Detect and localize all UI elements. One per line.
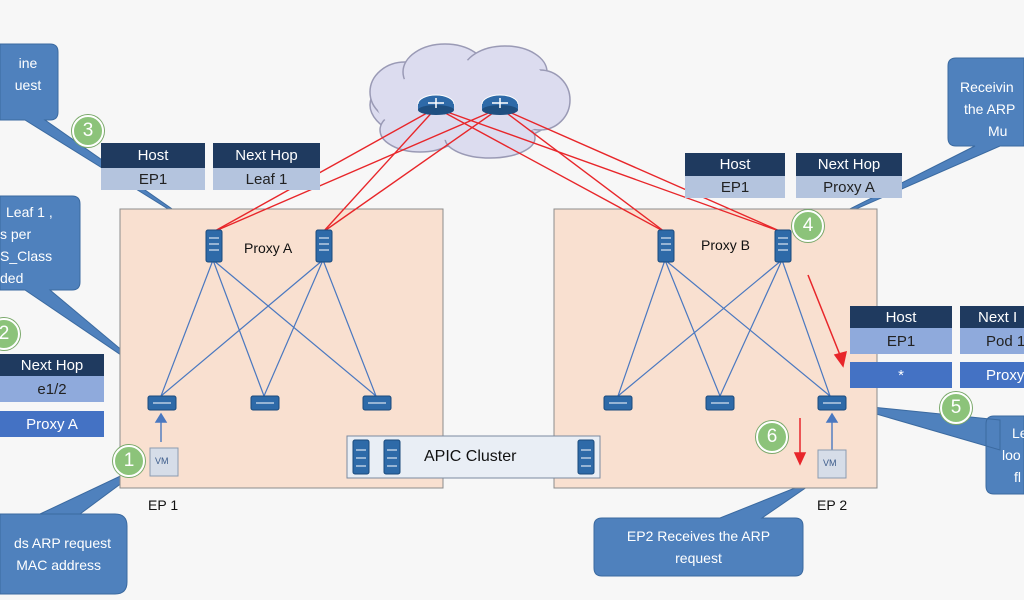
pod2-leaf-host2: * [850,362,952,388]
callout-bottom-left-line-1: ds ARP request [13,535,111,551]
callout-top-right-line-1: Receivin [960,79,1014,95]
callout-ep2-line-1: EP2 Receives the ARP [626,528,771,544]
pod-2 [553,208,878,489]
callout-mid-left-line-1: Leaf 1 , [6,204,53,220]
pod2-proxy-host-cell: EP1 [685,176,785,198]
pod1-leaf-nexthop-header: Next Hop [0,354,104,376]
callout-bottom-right-text: Le loo fl [1000,422,1024,488]
pod1-leaf-row1: e1/2 [0,376,104,402]
callout-top-right-line-2: the ARP [964,101,1016,117]
pod1-proxy-nexthop-cell: Leaf 1 [213,168,320,190]
proxy-a-label: Proxy A [244,240,293,256]
callout-mid-left-text: Leaf 1 , s per S_Class ded [0,201,80,289]
callout-bottom-left-shape [0,461,151,595]
callout-mid-left-line-4: ded [0,270,24,286]
callout-bottom-right-line-1: Le [1012,425,1024,441]
pod1-proxy-host-cell: EP1 [101,168,205,190]
callout-top-left-shape [0,43,206,233]
pod1-leaf-row2: Proxy A [0,411,104,437]
callout-bottom-left-text: ds ARP request MAC address [0,532,125,576]
callout-bottom-right-line-2: loo [1002,447,1021,463]
pod1-proxy-nexthop-header: Next Hop [213,143,320,168]
pod2-proxy-host-header: Host [685,153,785,176]
callout-top-right-text: Receivin the ARP Mu [960,76,1024,142]
callout-top-left-line-1: ine [18,55,38,71]
router-icons [417,94,519,115]
pod1-proxy-host-header: Host [101,143,205,168]
ep1-label: EP 1 [148,497,179,513]
proxy-b-label: Proxy B [701,237,751,253]
callout-mid-left-line-3: S_Class [0,248,53,264]
step-4-marker: 4 [792,210,824,242]
pod2-proxy-nexthop-header: Next Hop [796,153,902,176]
callout-ep2-line-2: request [675,550,722,566]
pod2-leaf-nexthop1: Pod 1 [960,328,1024,354]
callout-top-right-line-3: Mu [988,123,1008,139]
ipn-links [212,107,783,233]
fabric-links [160,259,831,397]
callout-bottom-left-line-2: MAC address [16,557,101,573]
flow-arrows [793,274,847,466]
pod2-leaf-nexthop2: Proxy [960,362,1024,388]
apic-cluster-label: APIC Cluster [424,448,517,465]
pod2-leaf-host1: EP1 [850,328,952,354]
vm-icons [149,447,847,479]
callout-mid-left-line-2: s per [0,226,32,242]
callout-ep2-text: EP2 Receives the ARP request [594,525,803,569]
callout-top-left-line-2: uest [14,77,42,93]
step-1-marker: 1 [113,445,145,477]
ep2-label: EP 2 [817,497,848,513]
callout-bottom-right-line-3: fl [1014,469,1021,485]
step-5-marker: 5 [940,392,972,424]
pod2-leaf-nexthop-header: Next I [960,306,1024,328]
callout-ep2-shape [593,477,821,577]
callout-bottom-right-shape [841,403,1024,495]
callout-top-left-text: ine uest [0,52,56,96]
step-3-marker: 3 [72,115,104,147]
pod2-leaf-host-header: Host [850,306,952,328]
vm1-label: VM [155,456,169,466]
callout-mid-left-shape [0,195,156,379]
step-6-marker: 6 [756,421,788,453]
vm2-label: VM [823,458,837,468]
pod2-proxy-nexthop-cell: Proxy A [796,176,902,198]
